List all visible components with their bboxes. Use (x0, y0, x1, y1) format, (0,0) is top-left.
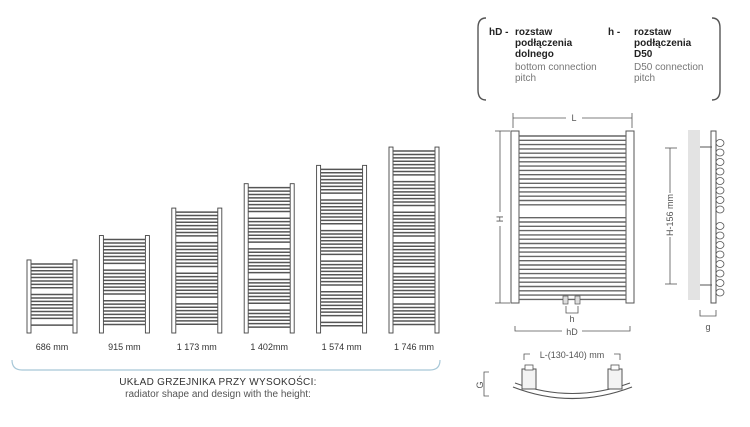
top-g-label: G (475, 381, 485, 388)
radiator-rail-left (26, 259, 32, 334)
top-right-valve (607, 368, 623, 390)
legend-h-en-2: pitch (634, 73, 655, 84)
front-right-rail (625, 130, 635, 304)
radiator-size-lineup: 686 mm 915 mm 1 173 mm 1 402mm 1 574 mm 1 746… (26, 146, 440, 352)
side-height-label-bg (664, 193, 676, 237)
side-fin (715, 260, 725, 268)
front-height-label-bg (494, 212, 506, 226)
radiator-5: 1 574 mm (316, 164, 368, 352)
radiator-rail-left (243, 183, 249, 334)
legend-h-en-1: D50 connection (634, 62, 704, 73)
side-fin (715, 231, 725, 240)
top-left-valve-cap (524, 364, 534, 371)
legend-hd-en-2: pitch (515, 73, 536, 84)
legend-h-key: h - (608, 27, 620, 38)
legend-hd-pl-1: rozstaw (515, 27, 552, 38)
radiator-rail-right (217, 207, 223, 334)
legend-hd-en-1: bottom connection (515, 62, 597, 73)
legend-h-pl-2: podłączenia (634, 38, 692, 49)
front-height-label: H (495, 216, 505, 223)
legend-hd-pl-2: podłączenia (515, 38, 573, 49)
front-view: L H h hD (494, 111, 635, 338)
legend-hd-pl-3: dolnego (515, 49, 554, 60)
radiator-rail-right (434, 146, 440, 334)
side-depth-label: g (705, 322, 710, 332)
size-label: 1 402mm (250, 342, 288, 352)
top-g-bracket (483, 371, 489, 397)
radiator-rail-right (72, 259, 78, 334)
top-curve-outer (512, 386, 633, 400)
front-connection-left (562, 295, 569, 305)
top-right-valve-cap (610, 364, 620, 371)
side-fin (715, 288, 725, 297)
radiator-1: 686 mm (26, 259, 78, 352)
side-fin (715, 250, 725, 259)
side-fin (715, 222, 725, 230)
side-view: H-156 mm g (664, 130, 725, 332)
legend-h-pl-3: D50 (634, 49, 653, 60)
front-connection-right (574, 295, 581, 305)
side-fin (715, 186, 725, 195)
front-pitch-bracket (565, 306, 579, 314)
top-width-label: L-(130-140) mm (540, 350, 605, 360)
legend-h-pl-1: rozstaw (634, 27, 671, 38)
front-bottom-label-bg (562, 326, 582, 338)
size-label: 915 mm (108, 342, 141, 352)
side-fin (715, 148, 725, 157)
size-label: 686 mm (36, 342, 69, 352)
side-rail (710, 130, 717, 304)
side-fin (715, 269, 725, 278)
size-label: 1 173 mm (177, 342, 217, 352)
caption-english: radiator shape and design with the heigh… (125, 389, 311, 400)
radiator-3: 1 173 mm (171, 207, 223, 352)
size-label: 1 574 mm (322, 342, 362, 352)
side-fin (715, 196, 725, 204)
radiator-6: 1 746 mm (388, 146, 440, 352)
top-view: L-(130-140) mm G (475, 349, 633, 400)
radiator-rail-right (144, 235, 150, 334)
side-fin (715, 139, 725, 147)
front-width-label: L (571, 113, 576, 123)
radiator-rail-left (316, 164, 322, 334)
legend-bracket-right (711, 17, 721, 101)
radiator-rail-left (171, 207, 177, 334)
radiator-rail-right (362, 164, 368, 334)
side-fin (715, 205, 725, 214)
size-label: 1 746 mm (394, 342, 434, 352)
lineup-bracket (11, 359, 441, 371)
radiator-2: 915 mm (98, 235, 150, 352)
top-left-valve (521, 368, 537, 390)
front-pitch-label: h (569, 314, 574, 324)
side-height-label: H-156 mm (665, 194, 675, 236)
radiator-4: 1 402mm (243, 183, 295, 352)
legend: hD - rozstaw podłączenia dolnego bottom … (477, 17, 721, 101)
side-wall (688, 130, 700, 300)
side-fin (715, 279, 725, 287)
legend-hd-key: hD - (489, 27, 508, 38)
front-bottom-label: hD (566, 327, 578, 337)
legend-bracket-left (477, 17, 487, 101)
radiator-rail-left (388, 146, 394, 334)
side-fin (715, 241, 725, 249)
top-width-label-bg (530, 349, 614, 361)
caption-polish: UKŁAD GRZEJNIKA PRZY WYSOKOŚCI: (119, 375, 317, 388)
side-fin (715, 167, 725, 176)
side-fin (715, 177, 725, 185)
side-depth-bracket (699, 310, 717, 317)
radiator-rail-right (289, 183, 295, 334)
radiator-rail-left (98, 235, 104, 334)
front-width-label-bg (566, 111, 582, 123)
front-left-rail (510, 130, 520, 304)
side-fin (715, 158, 725, 166)
